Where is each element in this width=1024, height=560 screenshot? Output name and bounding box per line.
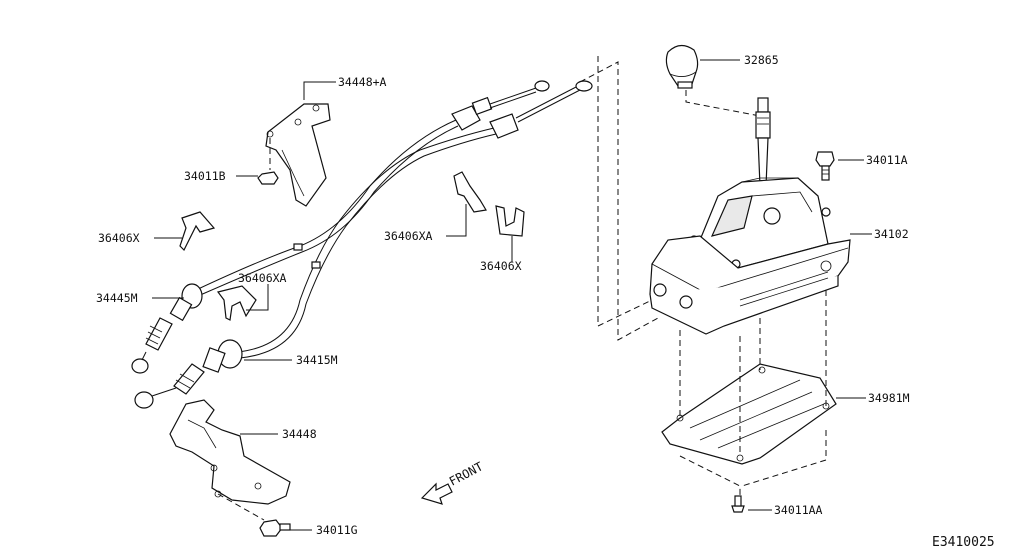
clip-36406XA-mid: [216, 285, 257, 321]
label-36406XA-right: 36406XA: [384, 229, 433, 243]
clip-36406X-right: [495, 205, 525, 237]
bracket-34448A: [265, 103, 331, 207]
label-36406X-right: 36406X: [480, 259, 522, 273]
leader-36406XA-mid: [246, 284, 269, 311]
label-36406XA-mid: 36406XA: [238, 271, 287, 285]
label-34448: 34448: [282, 427, 317, 441]
label-34011B: 34011B: [184, 169, 226, 183]
clip-36406X-left: [179, 211, 216, 252]
label-34011A: 34011A: [866, 153, 908, 167]
clip-36406XA-right: [453, 171, 487, 213]
label-34445M: 34445M: [96, 291, 138, 305]
cover-plate-34981M: [661, 363, 837, 465]
dash-bracket-bolt: [217, 493, 265, 521]
dash-cable-end-a: [597, 56, 653, 327]
cable-clip-a: [293, 243, 303, 251]
label-34011G: 34011G: [316, 523, 358, 537]
nut-34011B: [257, 171, 279, 185]
label-34981M: 34981M: [868, 391, 910, 405]
screw-34011AA: [731, 495, 745, 513]
cable-34415M: [134, 80, 593, 409]
leader-34448A: [303, 81, 336, 100]
diagram-code: E3410025: [932, 535, 995, 550]
label-34415M: 34415M: [296, 353, 338, 367]
dash-plate-screw: [679, 455, 741, 496]
dash-plate-screw-b: [741, 430, 827, 487]
label-32865: 32865: [744, 53, 779, 67]
label-34448A: 34448+A: [338, 75, 387, 89]
label-36406X-left: 36406X: [98, 231, 140, 245]
shift-lever-rod: [755, 97, 771, 187]
front-arrow-icon: [420, 482, 453, 505]
dash-cable-end-b: [579, 61, 659, 341]
knob-dashline: [685, 90, 761, 117]
shift-knob: [665, 44, 699, 89]
bolt-34011A: [815, 151, 835, 181]
cable-34445M: [131, 80, 550, 374]
bracket-34448: [169, 399, 291, 505]
label-34102: 34102: [874, 227, 909, 241]
cable-clip-b: [311, 261, 321, 269]
label-34011AA: 34011AA: [774, 503, 823, 517]
leader-36406XA-right: [446, 204, 467, 237]
shifter-housing-34102: [649, 177, 851, 335]
front-label: FRONT: [447, 459, 485, 488]
bolt-34011G: [259, 519, 291, 537]
